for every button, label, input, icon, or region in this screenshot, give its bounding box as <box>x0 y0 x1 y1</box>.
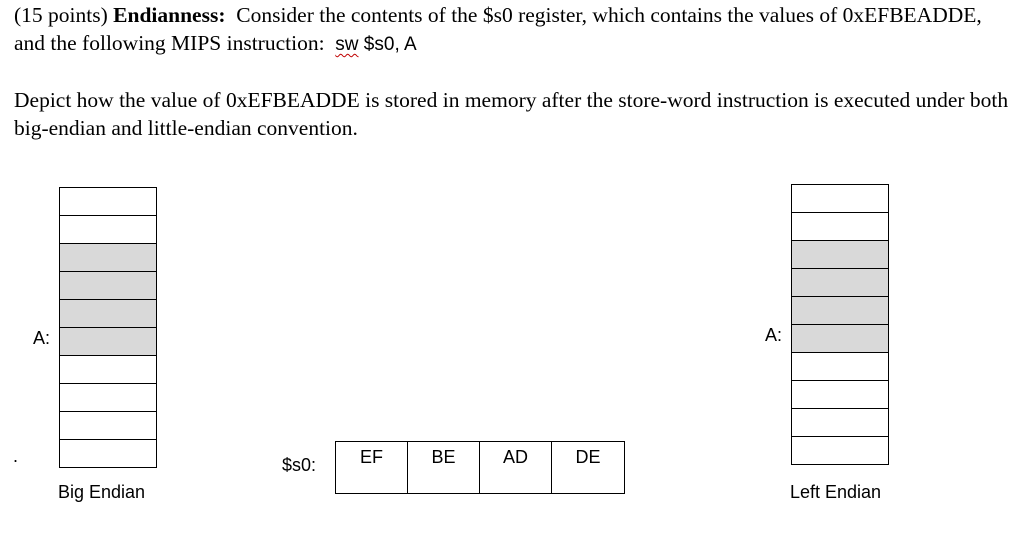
topic-heading: Endianness <box>113 3 219 27</box>
big-endian-memory-stack <box>59 187 157 468</box>
little-endian-memory-cell <box>791 185 889 213</box>
big-endian-memory-cell <box>59 188 157 216</box>
stray-mark: . <box>13 446 19 466</box>
big-endian-memory-cell <box>59 328 157 356</box>
big-endian-caption: Big Endian <box>58 482 146 502</box>
big-endian-memory-cell <box>59 412 157 440</box>
register-byte: DE <box>575 447 601 467</box>
question-intro: Consider the contents of the $s0 registe… <box>14 3 982 55</box>
little-endian-memory-cell <box>791 381 889 409</box>
instruction-args: $s0, A <box>358 34 417 55</box>
big-endian-address-label: A: <box>33 328 51 348</box>
instruction-op: sw <box>335 34 359 55</box>
question-paragraph: (15 points) Endianness: Consider the con… <box>14 3 982 55</box>
little-endian-caption: Left Endian <box>790 482 882 502</box>
little-endian-memory-cell <box>791 297 889 325</box>
little-endian-memory-cell <box>791 325 889 353</box>
big-endian-memory-cell <box>59 440 157 468</box>
big-endian-memory-cell <box>59 300 157 328</box>
big-endian-memory-cell <box>59 356 157 384</box>
register-byte: AD <box>480 442 552 493</box>
points-label: (15 points) <box>14 3 108 27</box>
big-endian-memory-cell <box>59 244 157 272</box>
register-byte: BE <box>408 442 480 493</box>
task-paragraph: Depict how the value of 0xEFBEADDE is st… <box>14 88 1009 140</box>
little-endian-memory-cell <box>791 241 889 269</box>
little-endian-address-label: A: <box>765 325 783 345</box>
little-endian-memory-cell <box>791 269 889 297</box>
little-endian-memory-cell <box>791 409 889 437</box>
big-endian-memory-cell <box>59 272 157 300</box>
little-endian-memory-cell <box>791 437 889 465</box>
little-endian-memory-cell <box>791 353 889 381</box>
mips-instruction: sw $s0, A <box>335 34 416 55</box>
little-endian-memory-cell <box>791 213 889 241</box>
little-endian-memory-stack <box>791 184 889 465</box>
register-byte: EF <box>336 442 408 493</box>
register-label: $s0: <box>282 455 317 475</box>
big-endian-memory-cell <box>59 216 157 244</box>
big-endian-memory-cell <box>59 384 157 412</box>
